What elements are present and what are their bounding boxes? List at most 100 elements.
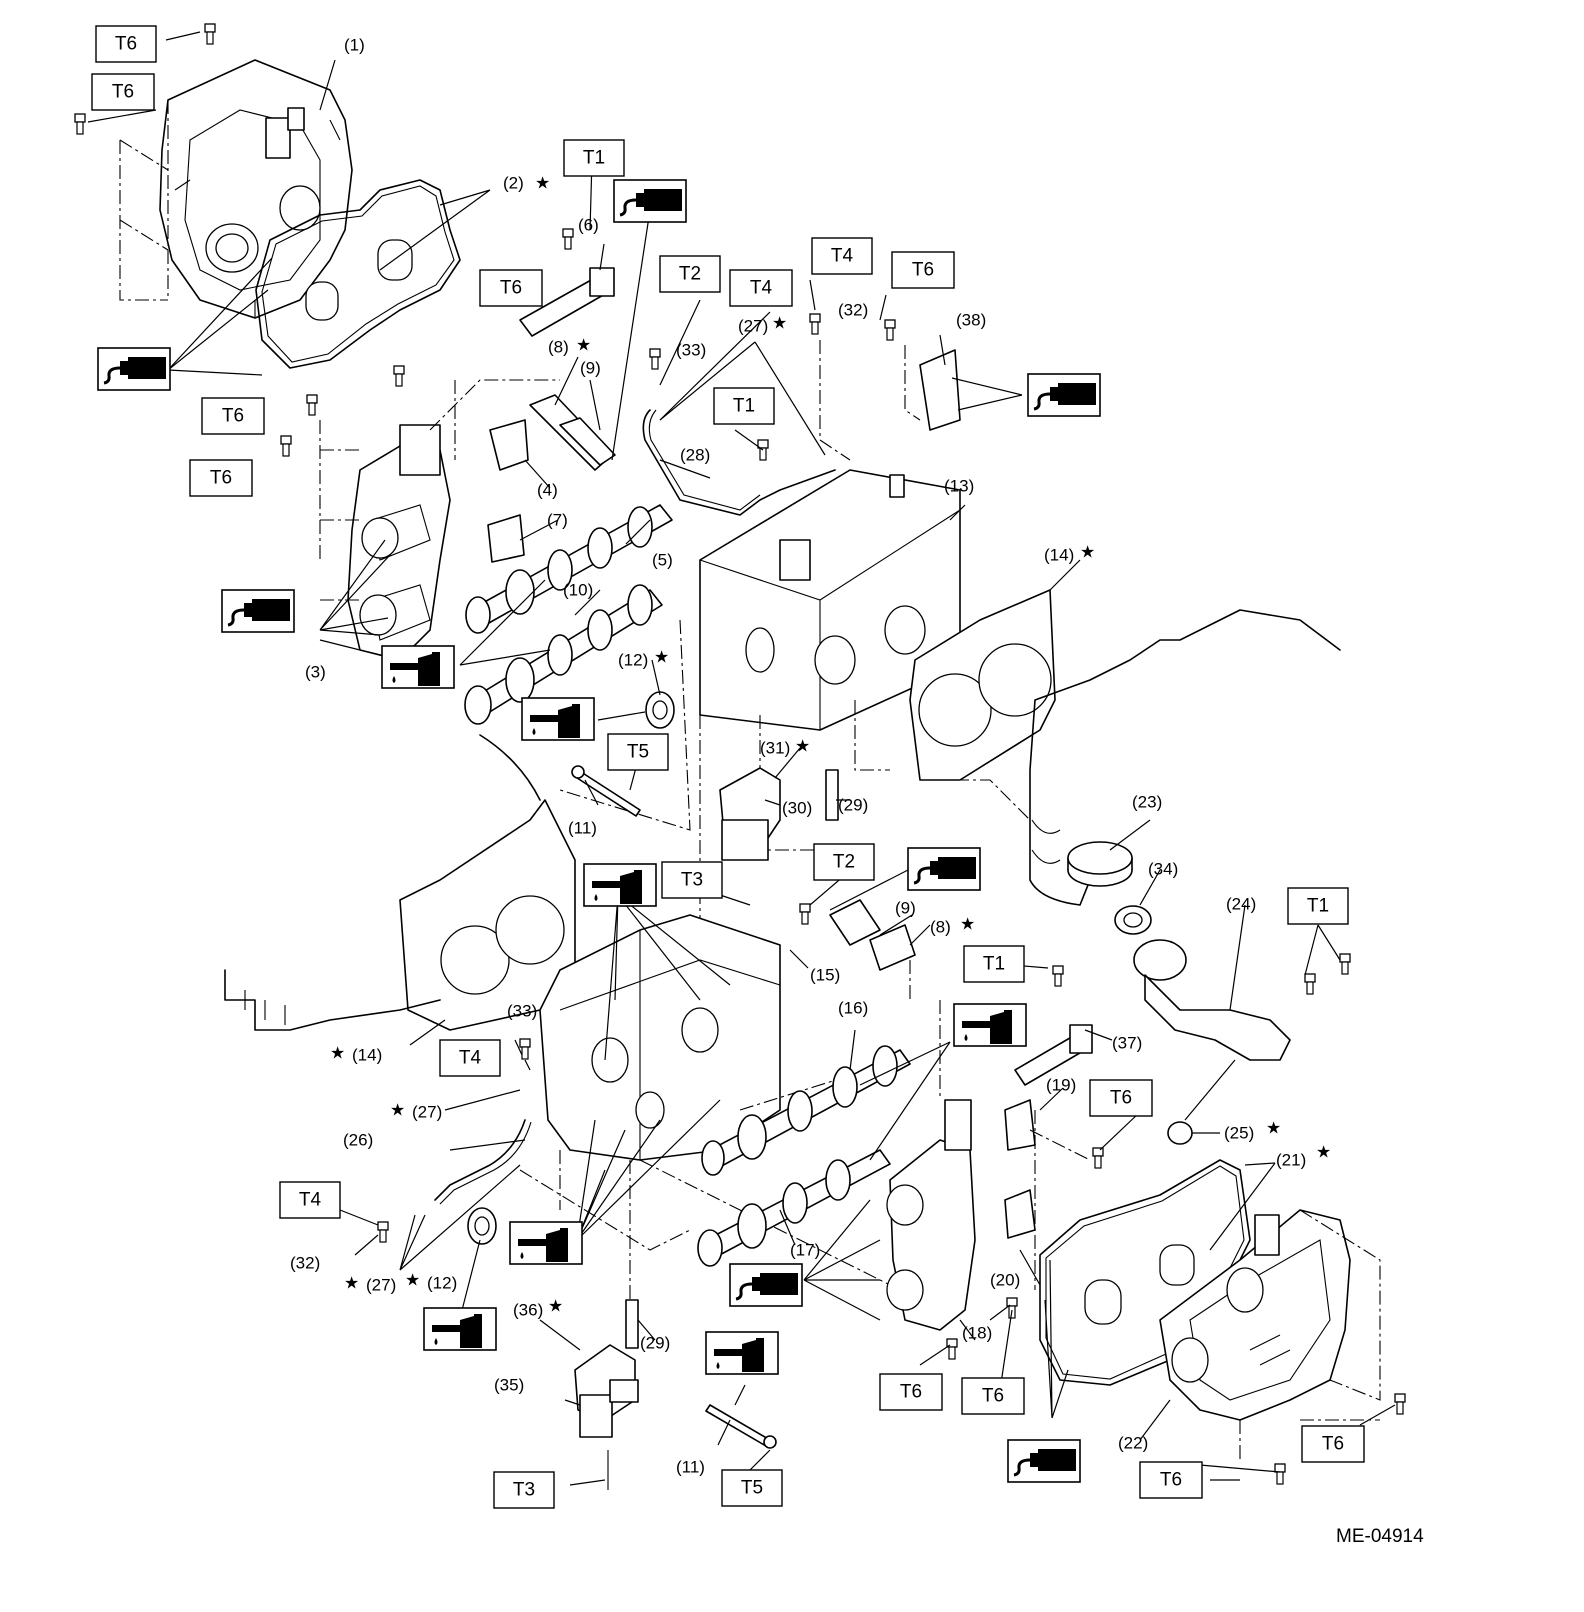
- star-21: ★: [1316, 1143, 1331, 1162]
- torque-t5-01: T5: [607, 733, 669, 771]
- callout-37: (37): [1112, 1034, 1142, 1053]
- callout-7: (7): [547, 511, 568, 530]
- svg-text:T6: T6: [222, 406, 244, 427]
- camshaft-cap-assembly-lh: [886, 1099, 1036, 1331]
- oil-pipe-26: [434, 1119, 526, 1201]
- torque-t6-10: T6: [1301, 1425, 1365, 1463]
- oil-filler-cap: [1067, 841, 1152, 935]
- svg-text:T1: T1: [1307, 896, 1329, 917]
- oil-seal-12-lower: [467, 1207, 497, 1245]
- grease-icon: [1026, 372, 1102, 418]
- engine-oil-icon: [509, 1221, 583, 1265]
- torque-t6-06: T6: [189, 459, 253, 497]
- grease-icon: [728, 1262, 804, 1308]
- grease-icon: [612, 178, 688, 224]
- svg-text:T4: T4: [459, 1048, 482, 1069]
- chain-cover-gasket-left: [255, 179, 461, 369]
- callout-33b: (33): [507, 1002, 537, 1021]
- figure-reference: ME-04914: [1336, 1526, 1424, 1547]
- svg-text:T5: T5: [627, 742, 649, 763]
- callout-1: (1): [344, 36, 365, 55]
- svg-text:T6: T6: [210, 468, 232, 489]
- leader-lines: [87, 31, 1396, 1486]
- gasket-8-9-lower: [829, 899, 916, 971]
- callout-28: (28): [680, 446, 710, 465]
- callout-29: (29): [838, 796, 868, 815]
- torque-t4-01: T4: [729, 269, 793, 307]
- callout-9: (9): [580, 359, 601, 378]
- head-gasket-lh: [399, 799, 576, 1031]
- torque-t2-01: T2: [659, 255, 721, 293]
- callout-27b: (27): [366, 1276, 396, 1295]
- svg-text:T6: T6: [1322, 1434, 1344, 1455]
- svg-text:T2: T2: [833, 852, 855, 873]
- callout-17: (17): [790, 1241, 820, 1260]
- grease-icon: [96, 346, 172, 392]
- torque-t6-07: T6: [1089, 1079, 1153, 1117]
- callout-3: (3): [305, 663, 326, 682]
- callout-11b: (11): [676, 1458, 705, 1477]
- callout-15: (15): [810, 966, 840, 985]
- grease-icon: [906, 846, 982, 892]
- callout-25: (25): [1224, 1124, 1254, 1143]
- callout-2: (2): [503, 174, 524, 193]
- oil-pipe-28: [642, 409, 836, 516]
- o-ring-25: [1167, 1121, 1193, 1145]
- callout-11: (11): [568, 819, 597, 838]
- torque-t4-04: T4: [279, 1181, 341, 1219]
- oil-filler-pipe: [1133, 939, 1291, 1061]
- svg-text:T1: T1: [583, 148, 605, 169]
- engine-oil-icon: [381, 645, 455, 689]
- torque-t2-02: T2: [813, 843, 875, 881]
- star-31: ★: [795, 737, 810, 756]
- callout-30: (30): [782, 799, 812, 818]
- camshaft-lh-intake: [701, 1045, 911, 1176]
- svg-text:T4: T4: [750, 278, 773, 299]
- callout-13: (13): [944, 477, 974, 496]
- svg-text:T2: T2: [679, 264, 701, 285]
- star-27a: ★: [390, 1101, 405, 1120]
- torque-t6-04: T6: [891, 251, 955, 289]
- callout-14: (14): [1044, 546, 1074, 565]
- torque-t6-02: T6: [91, 73, 155, 111]
- callout-18: (18): [962, 1324, 992, 1343]
- callout-12: (12): [618, 651, 648, 670]
- svg-text:T6: T6: [900, 1382, 922, 1403]
- torque-t6-08: T6: [879, 1373, 943, 1411]
- torque-t3-01: T3: [661, 861, 723, 899]
- torque-t3-02: T3: [493, 1471, 555, 1509]
- torque-t6-09: T6: [961, 1377, 1025, 1415]
- star-12b: ★: [405, 1271, 420, 1290]
- svg-text:T1: T1: [733, 396, 755, 417]
- callout-4: (4): [537, 481, 558, 500]
- camshaft-rh-intake: [465, 504, 673, 634]
- callout-20: (20): [990, 1271, 1020, 1290]
- engine-oil-icon: [705, 1331, 779, 1375]
- svg-text:T5: T5: [741, 1478, 763, 1499]
- callout-16: (16): [838, 999, 868, 1018]
- torque-t1-04: T1: [1287, 887, 1349, 925]
- callout-5: (5): [652, 551, 673, 570]
- callout-labels: (1) (2) ★ (3) (4) (5) (6) (7) (8) ★ (9) …: [290, 36, 1331, 1477]
- torque-t6-03: T6: [479, 269, 543, 307]
- callout-8: (8): [548, 338, 569, 357]
- svg-text:T6: T6: [982, 1386, 1004, 1407]
- ocv-solenoid-6: [519, 267, 615, 337]
- svg-text:T4: T4: [299, 1190, 322, 1211]
- callout-23: (23): [1132, 793, 1162, 812]
- callout-22: (22): [1118, 1434, 1148, 1453]
- star-14: ★: [1080, 543, 1095, 562]
- ocv-solenoid-37: [1014, 1024, 1093, 1086]
- torque-t4-02: T4: [811, 237, 873, 275]
- engine-oil-icon: [423, 1307, 497, 1351]
- svg-text:T6: T6: [500, 278, 522, 299]
- engine-oil-icon: [953, 1003, 1027, 1047]
- callout-21: (21): [1276, 1151, 1306, 1170]
- svg-text:T3: T3: [513, 1480, 535, 1501]
- bolt-11-upper: [571, 765, 641, 817]
- star-8b: ★: [960, 915, 975, 934]
- cylinder-head-rh: [699, 469, 961, 731]
- callout-27a: (27): [412, 1103, 442, 1122]
- star-2: ★: [535, 174, 550, 193]
